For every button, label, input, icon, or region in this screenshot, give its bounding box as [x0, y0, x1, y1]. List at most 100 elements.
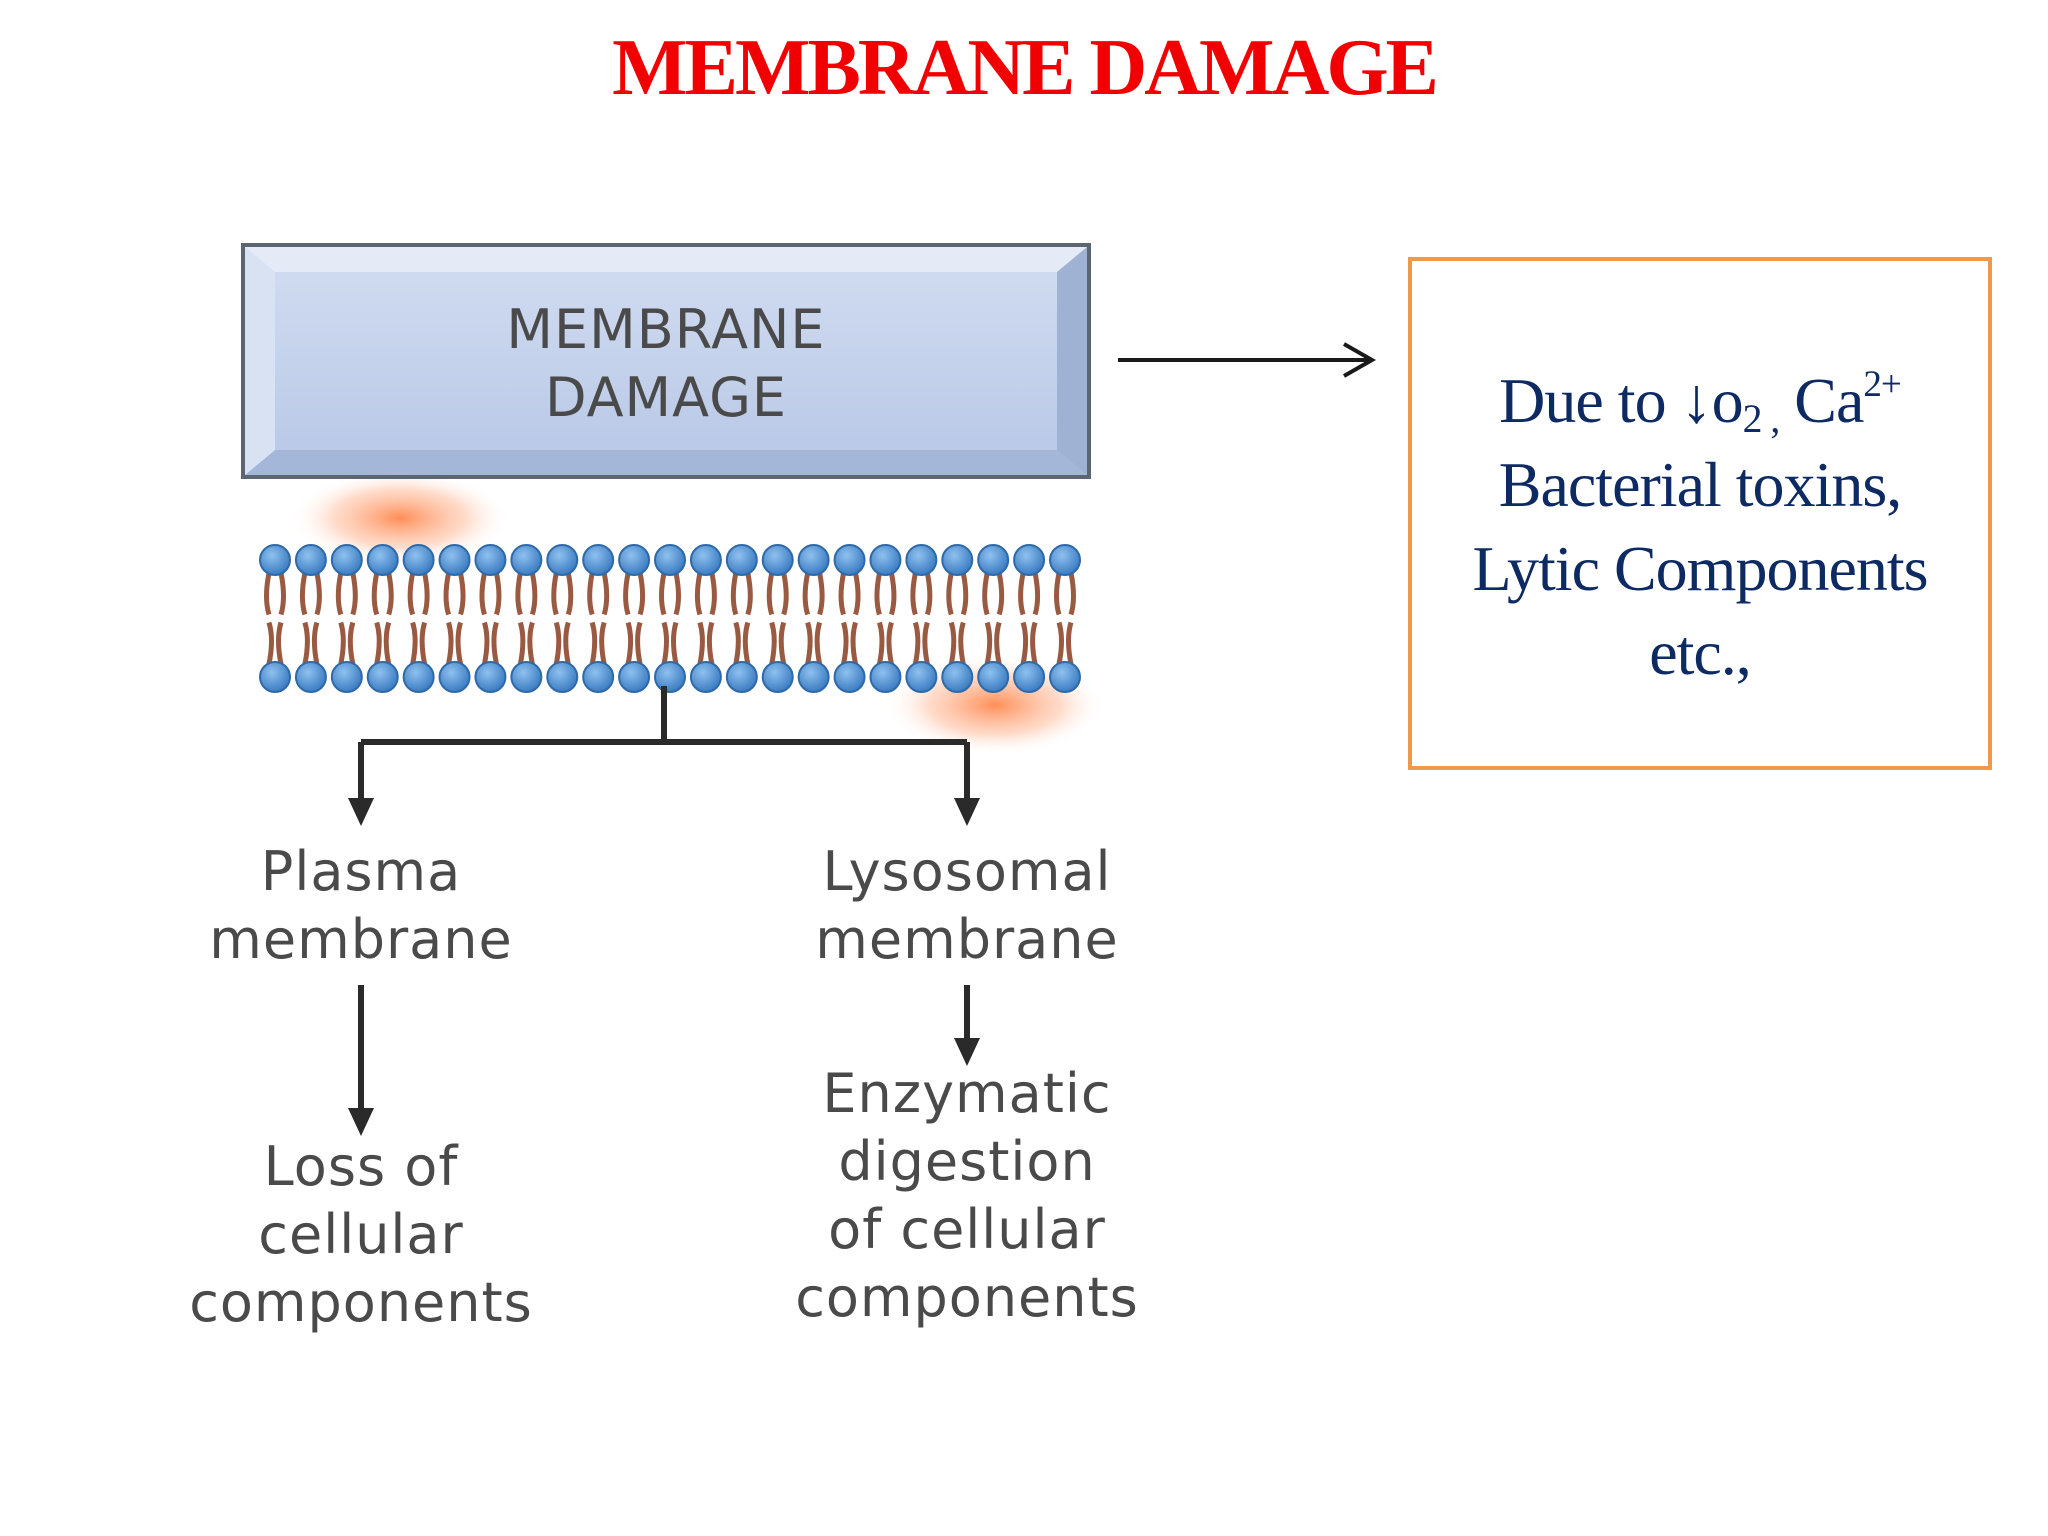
lipid-tail — [838, 572, 846, 616]
slide-title: MEMBRANE DAMAGE — [612, 24, 1439, 112]
lipid-tail — [1030, 621, 1038, 665]
lipid-head — [761, 544, 794, 576]
lipid-bilayer — [259, 544, 1081, 693]
lipid-tail — [407, 572, 416, 616]
lipid-tail — [910, 572, 918, 616]
lipid-head — [582, 661, 615, 693]
lipid-tail — [527, 621, 535, 665]
lipid-tail — [314, 572, 322, 616]
lipid-tail — [553, 621, 562, 665]
lipid-head — [402, 544, 435, 576]
lipid-tail — [730, 572, 739, 616]
lipid-head — [330, 544, 363, 576]
calcium-superscript: 2+ — [1863, 364, 1901, 406]
lipid-tail — [371, 572, 380, 616]
lipid-head — [1013, 544, 1046, 576]
lipid-tail — [742, 621, 751, 665]
lipid-tail — [671, 621, 679, 665]
lipid-head — [259, 544, 291, 576]
enzymatic-line3: of cellular — [828, 1198, 1106, 1261]
lipid-head — [761, 661, 794, 693]
lipid-head — [689, 544, 722, 576]
lipid-tail — [529, 572, 538, 616]
header-box-line2: DAMAGE — [545, 366, 787, 429]
loss-line2: cellular — [258, 1203, 463, 1266]
arrow-to-enzymatic — [954, 1038, 980, 1066]
lipid-head — [797, 661, 830, 693]
lipid-head — [1049, 544, 1081, 576]
lipid-head — [977, 661, 1010, 693]
lipid-tail — [458, 572, 466, 616]
lipid-tail — [443, 572, 451, 616]
lipid-tail — [587, 572, 595, 616]
lipid-tail — [922, 621, 930, 665]
lipid-head — [725, 544, 758, 576]
lipid-tail — [374, 621, 382, 665]
lipid-head — [869, 661, 902, 693]
lipid-tail — [589, 621, 598, 665]
lipid-tail — [960, 572, 969, 616]
lipid-tail — [419, 621, 428, 665]
cause-line2: Bacterial toxins, — [1498, 449, 1902, 520]
lipid-tail — [814, 621, 823, 665]
lipid-tail — [515, 572, 523, 616]
lipid-tail — [455, 621, 463, 665]
lipid-tail — [709, 572, 717, 616]
lipid-tail — [877, 621, 885, 665]
lipid-head — [294, 661, 327, 693]
lipid-head — [654, 661, 686, 693]
lipid-tail — [1054, 572, 1062, 616]
lipid-head — [366, 661, 399, 693]
lipid-tail — [982, 572, 990, 616]
lipid-tail — [335, 572, 344, 616]
lipid-head — [725, 661, 758, 693]
lipid-tail — [446, 621, 454, 665]
lipid-head — [402, 661, 435, 693]
lipid-tail — [1020, 621, 1029, 665]
lipid-tail — [338, 621, 346, 665]
lipid-tail — [625, 621, 634, 665]
lipid-tail — [850, 621, 858, 665]
lipid-head — [797, 544, 830, 576]
lipid-tail — [386, 572, 394, 616]
arrow-to-cause-box-head — [1343, 342, 1377, 378]
lipid-head — [618, 661, 651, 693]
lipid-head — [438, 544, 471, 576]
lipid-tail — [697, 621, 705, 665]
lipid-head — [1013, 661, 1046, 693]
lipid-tail — [1056, 621, 1064, 665]
enzymatic-line2: digestion — [838, 1130, 1095, 1193]
lipid-tail — [278, 572, 286, 616]
lipid-tail — [383, 621, 392, 665]
lipid-tail — [706, 621, 715, 665]
down-arrow-icon: ↓ — [1680, 365, 1713, 436]
lipid-tail — [694, 572, 703, 616]
enzymatic-line4: components — [795, 1266, 1139, 1329]
lipid-tail — [517, 621, 526, 665]
lipid-tail — [948, 621, 957, 665]
lipid-tail — [817, 572, 825, 616]
lipid-head — [510, 544, 543, 576]
lysosomal-membrane-line2: membrane — [815, 908, 1118, 971]
arrow-to-loss — [348, 1108, 374, 1136]
lipid-tail — [659, 572, 667, 616]
lipid-tail — [302, 621, 310, 665]
lipid-tail — [410, 621, 418, 665]
lipid-tail — [1066, 621, 1074, 665]
lipid-tail — [601, 572, 610, 616]
lipid-tail — [635, 621, 643, 665]
lipid-tail — [912, 621, 921, 665]
lipid-tail — [563, 621, 571, 665]
lipid-head — [546, 544, 579, 576]
lipid-tail — [984, 621, 993, 665]
lipid-tail — [1018, 572, 1026, 616]
enzymatic-line1: Enzymatic — [822, 1062, 1111, 1125]
lipid-tail — [805, 621, 813, 665]
lipid-head — [1049, 661, 1081, 693]
lipid-tail — [802, 572, 811, 616]
lipid-head — [833, 661, 866, 693]
lipid-head — [546, 661, 579, 693]
plasma-membrane-line1: Plasma — [261, 840, 461, 903]
arrow-to-lysosomal — [954, 798, 980, 826]
lipid-tail — [599, 621, 607, 665]
